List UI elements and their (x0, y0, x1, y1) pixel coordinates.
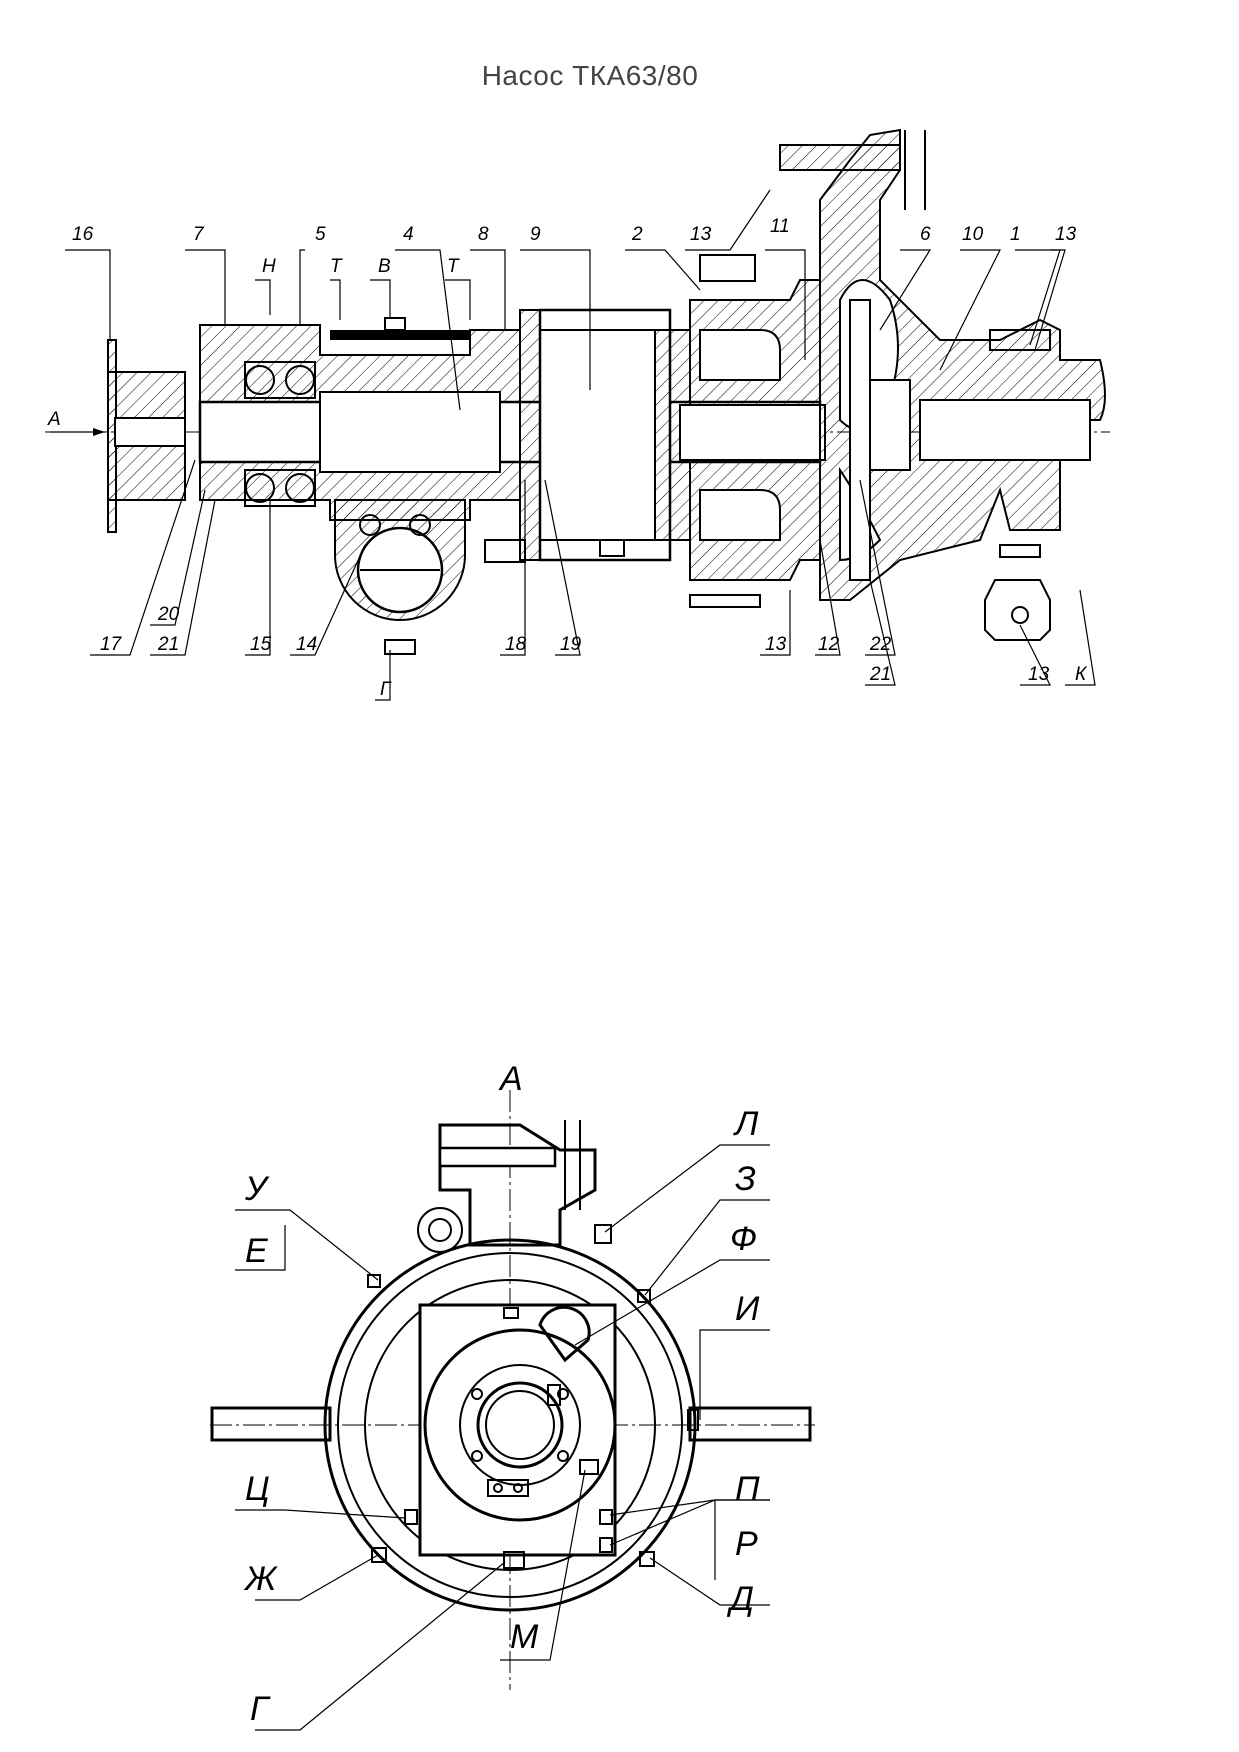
label-7: 7 (193, 224, 205, 245)
label-20: 20 (157, 604, 180, 625)
label-10: 10 (962, 224, 984, 245)
end-label-Zh: Ж (243, 1560, 278, 1598)
label-21-a: 21 (157, 634, 179, 655)
label-N: Н (262, 256, 276, 277)
label-19: 19 (560, 634, 582, 655)
end-view-labels: А У Е Ц Ж Г Л З Ф И П Р Д М (243, 1060, 760, 1728)
end-view (210, 1090, 815, 1690)
label-1: 1 (1010, 224, 1021, 245)
label-G: Г (380, 679, 392, 700)
label-17: 17 (100, 634, 123, 655)
end-label-R: Р (735, 1525, 758, 1563)
label-18: 18 (505, 634, 527, 655)
end-label-E: Е (245, 1232, 268, 1270)
label-V: В (378, 256, 391, 277)
label-12: 12 (818, 634, 840, 655)
label-13-d: 13 (1028, 664, 1050, 685)
bearings (244, 361, 316, 507)
label-22: 22 (869, 634, 892, 655)
section-top-labels: 16 7 Н 5 Т В 4 Т 8 9 2 13 11 6 10 1 13 А (47, 216, 1077, 430)
label-15: 15 (250, 634, 272, 655)
label-T-right: Т (447, 256, 460, 277)
label-K: К (1075, 664, 1088, 685)
label-14: 14 (296, 634, 317, 655)
end-label-P: П (735, 1470, 760, 1508)
label-13-b: 13 (1055, 224, 1077, 245)
label-16: 16 (72, 224, 94, 245)
label-11: 11 (770, 216, 790, 237)
end-label-Z: З (735, 1160, 756, 1198)
end-label-G: Г (250, 1690, 271, 1728)
section-bottom-labels: 17 20 21 15 14 Г 18 19 13 12 22 21 13 К (100, 604, 1088, 700)
label-21-b: 21 (869, 664, 891, 685)
label-9: 9 (530, 224, 541, 245)
end-label-I: И (735, 1290, 760, 1328)
label-13-c: 13 (765, 634, 787, 655)
label-13-a: 13 (690, 224, 712, 245)
label-T-left: Т (330, 256, 343, 277)
end-label-U: У (244, 1170, 270, 1208)
label-4: 4 (403, 224, 414, 245)
end-leaders (235, 1144, 770, 1731)
end-label-L: Л (733, 1105, 759, 1143)
label-8: 8 (478, 224, 489, 245)
label-5: 5 (315, 224, 326, 245)
end-label-M: М (510, 1618, 539, 1656)
drawing-title: Насос ТКА63/80 (481, 60, 699, 91)
section-bottom-leaders (90, 459, 1096, 701)
label-2: 2 (631, 224, 643, 245)
end-label-F: Ф (730, 1220, 757, 1258)
end-label-D: Д (726, 1580, 754, 1618)
end-label-Ts: Ц (245, 1470, 270, 1508)
arrow-label-A: А (47, 409, 61, 430)
end-label-A: А (498, 1060, 523, 1098)
section-leaders (65, 189, 1066, 411)
section-view (45, 128, 1110, 655)
label-6: 6 (920, 224, 931, 245)
